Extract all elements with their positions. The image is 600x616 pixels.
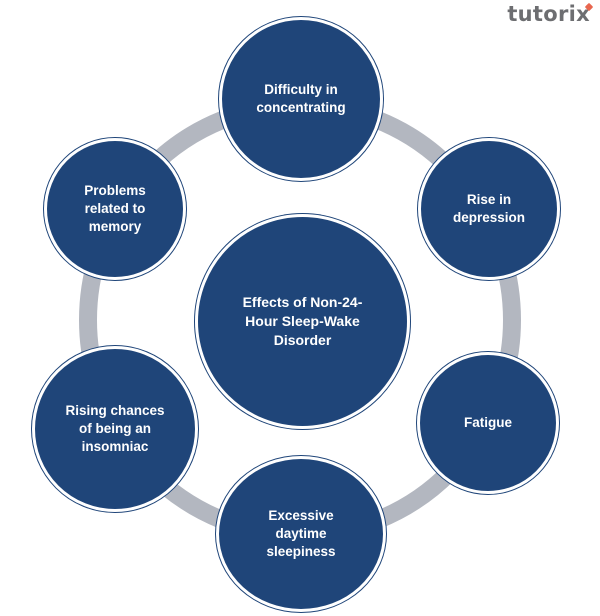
node-fatigue: Fatigue — [417, 352, 559, 494]
node-rise-in-depression: Rise in depression — [418, 138, 560, 280]
node-label: Rise in depression — [452, 192, 526, 225]
node-label: Difficulty in concentrating — [256, 82, 346, 115]
node-label: Excessive daytime sleepiness — [266, 508, 336, 559]
node-label: Rising chances of being an insomniac — [65, 403, 165, 454]
node-problems-related-to-memory: Problems related to memory — [44, 138, 186, 280]
node-difficulty-in-concentrating: Difficulty in concentrating — [219, 17, 383, 181]
node-label: Fatigue — [463, 415, 512, 430]
tutorix-logo: tutori x — [507, 2, 594, 26]
node-label: Problems related to memory — [84, 183, 146, 234]
node-rising-chances-of-being-an-insomniac: Rising chances of being an insomniac — [32, 346, 198, 512]
center-node: Effects of Non-24- Hour Sleep-Wake Disor… — [195, 214, 410, 429]
logo-text-x: x — [576, 2, 594, 26]
node-excessive-daytime-sleepiness: Excessive daytime sleepiness — [216, 456, 386, 612]
logo-text: tutori — [507, 2, 577, 26]
center-node-label: Effects of Non-24- Hour Sleep-Wake Disor… — [242, 294, 363, 348]
